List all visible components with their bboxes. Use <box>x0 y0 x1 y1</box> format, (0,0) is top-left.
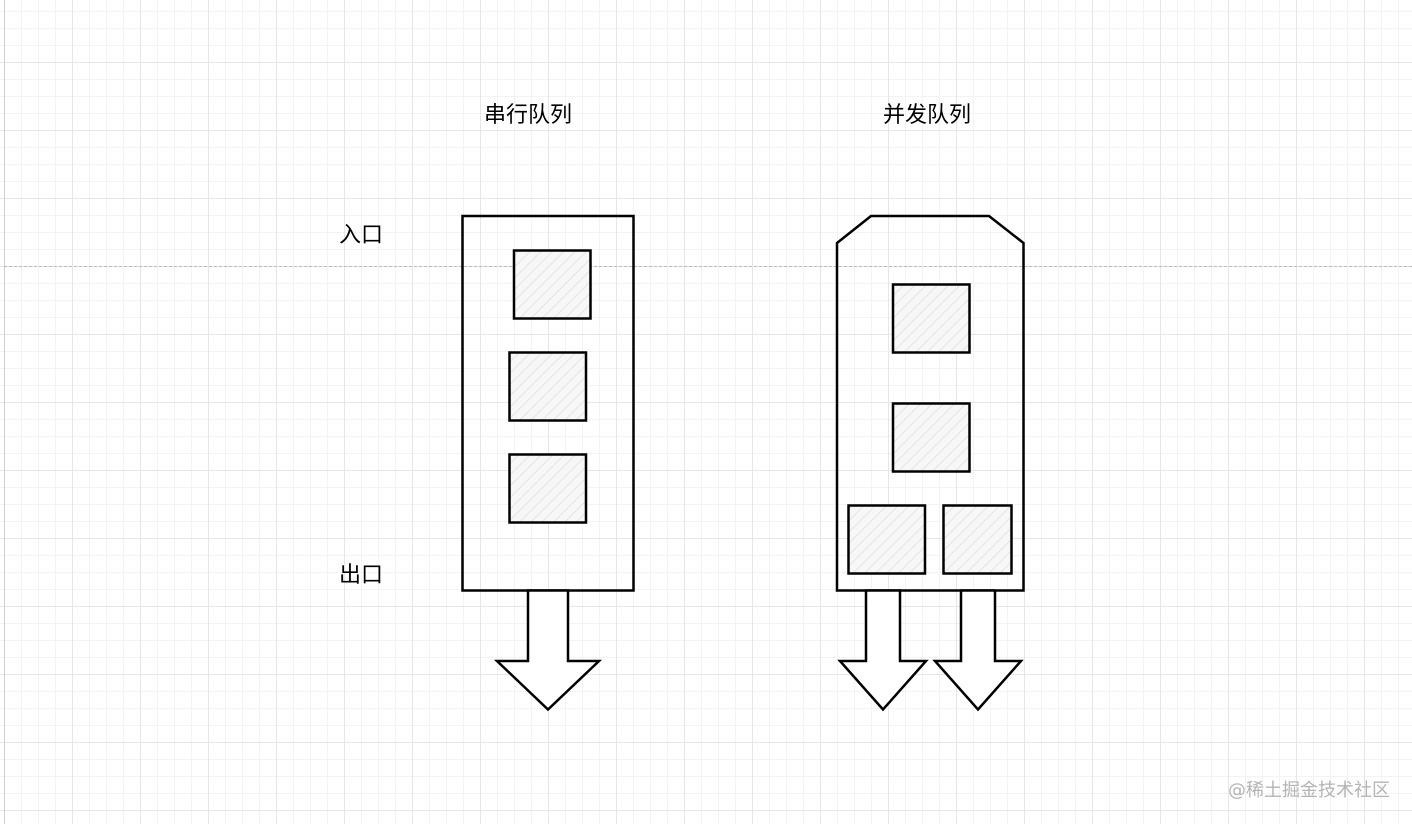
concurrent-queue-container <box>835 214 1025 592</box>
canvas-left-border <box>4 0 5 824</box>
concurrent-exit-arrow-2 <box>932 589 1024 712</box>
dashed-guide-line <box>4 266 1412 267</box>
entry-label: 入口 <box>339 223 384 248</box>
watermark: @稀土掘金技术社区 <box>1228 780 1390 801</box>
concurrent-exit-arrow-1 <box>837 589 929 712</box>
concurrent-task-box-1 <box>891 283 971 354</box>
serial-task-box-1 <box>512 249 592 320</box>
exit-label: 出口 <box>339 563 384 588</box>
serial-queue-title: 串行队列 <box>484 103 573 128</box>
concurrent-task-box-3 <box>847 504 927 575</box>
serial-task-box-3 <box>508 453 588 524</box>
concurrent-task-box-2 <box>891 402 971 473</box>
concurrent-queue-title: 并发队列 <box>883 103 972 128</box>
serial-exit-arrow <box>493 589 603 712</box>
concurrent-task-box-4 <box>942 504 1013 575</box>
serial-task-box-2 <box>508 351 588 422</box>
